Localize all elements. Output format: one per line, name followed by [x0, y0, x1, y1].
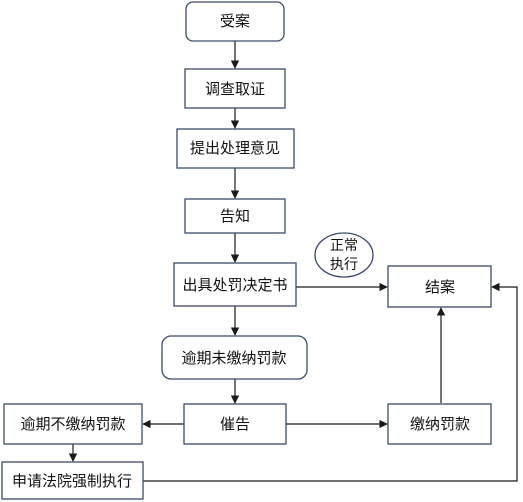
edge-enforce-to-close: [143, 282, 518, 482]
node-decision: 出具处罚决定书: [173, 262, 297, 307]
node-propose: 提出处理意见: [176, 128, 295, 169]
annotation-line-2: 执行: [330, 257, 358, 273]
node-accept-label: 受案: [220, 12, 250, 30]
flow-edges: [68, 41, 518, 482]
node-notify-label: 告知: [220, 207, 250, 225]
node-pay: 缴纳罚款: [387, 403, 492, 445]
node-propose-label: 提出处理意见: [190, 139, 280, 157]
node-investigate-label: 调查取证: [205, 80, 265, 98]
node-close-label: 结案: [425, 278, 455, 296]
node-not-pay: 逾期不缴纳罚款: [3, 403, 143, 445]
node-accept: 受案: [185, 1, 285, 42]
node-enforce-label: 申请法院强制执行: [12, 472, 132, 490]
node-investigate: 调查取证: [184, 68, 286, 109]
node-not-pay-label: 逾期不缴纳罚款: [20, 415, 125, 433]
node-decision-label: 出具处罚决定书: [182, 276, 287, 294]
annotation-normal-execution: 正常 执行: [314, 232, 374, 278]
annotation-line-1: 正常: [330, 238, 358, 254]
node-pay-label: 缴纳罚款: [410, 415, 470, 433]
node-urge: 催告: [183, 403, 287, 445]
node-enforce: 申请法院强制执行: [1, 461, 144, 500]
node-close: 结案: [387, 265, 492, 308]
node-notify: 告知: [184, 198, 286, 234]
node-urge-label: 催告: [220, 415, 250, 433]
node-overdue: 逾期未缴纳罚款: [161, 335, 308, 380]
node-overdue-label: 逾期未缴纳罚款: [181, 349, 286, 367]
